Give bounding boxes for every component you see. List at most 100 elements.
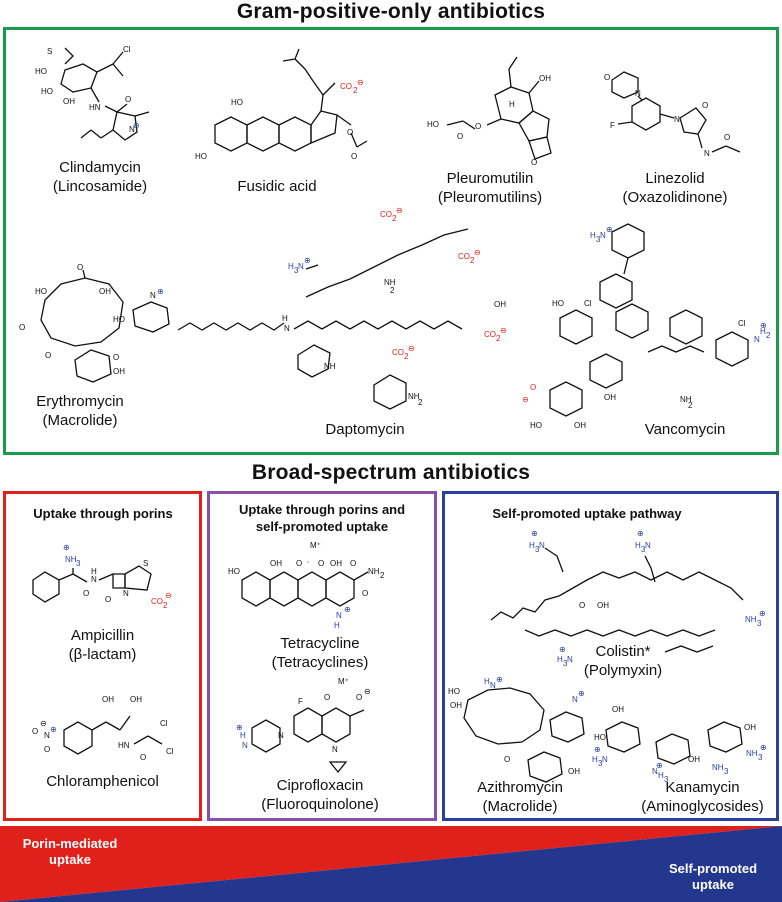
svg-text:O: O — [724, 133, 730, 142]
azithromycin-structure: N ⊕ H HO OH N ⊕ OH O — [448, 675, 585, 783]
svg-text:NH: NH — [712, 763, 724, 772]
svg-text:OH: OH — [597, 601, 609, 610]
svg-text:CO: CO — [392, 348, 404, 357]
svg-text:O: O — [77, 263, 83, 272]
erythromycin-name: Erythromycin — [36, 393, 124, 410]
fusidic-acid-name: Fusidic acid — [237, 178, 317, 195]
svg-text:HO: HO — [530, 421, 542, 430]
svg-text:H: H — [484, 677, 490, 686]
svg-text:⊕: ⊕ — [606, 225, 613, 234]
svg-text:O: O — [125, 95, 131, 104]
svg-text:3: 3 — [758, 753, 763, 762]
pleuromutilin-name: Pleuromutilin — [446, 170, 534, 187]
uptake-gradient — [0, 826, 782, 902]
svg-text:OH: OH — [612, 705, 624, 714]
svg-text:3: 3 — [76, 559, 81, 568]
svg-text:⊖: ⊖ — [474, 248, 481, 257]
svg-text:⊕: ⊕ — [760, 743, 767, 752]
svg-text:O: O — [44, 745, 50, 754]
svg-text:N: N — [242, 741, 248, 750]
svg-text:N: N — [123, 589, 129, 598]
svg-text:3: 3 — [598, 759, 603, 768]
svg-text:2: 2 — [380, 571, 385, 580]
svg-text:NH: NH — [368, 567, 380, 576]
svg-text:O: O — [475, 122, 481, 131]
svg-text:NH: NH — [65, 555, 77, 564]
svg-text:3: 3 — [664, 775, 669, 784]
svg-text:Cl: Cl — [584, 299, 592, 308]
colistin-name: Colistin* — [595, 643, 651, 660]
svg-text:3: 3 — [757, 619, 762, 628]
svg-text:N: N — [645, 541, 651, 550]
svg-text:N: N — [635, 89, 641, 98]
svg-text:⊖: ⊖ — [40, 719, 47, 728]
svg-text:NH: NH — [745, 615, 757, 624]
svg-text:2: 2 — [392, 214, 397, 223]
kanamycin-class: (Aminoglycosides) — [641, 798, 764, 815]
tetracycline-name: Tetracycline — [280, 635, 360, 652]
daptomycin-structure: H N NH CO 2 ⊖ H 3 N ⊕ CO 2 ⊖ CO 2 ⊖ CO 2… — [177, 206, 507, 410]
svg-text:2: 2 — [353, 86, 358, 95]
svg-text:Cl: Cl — [166, 747, 174, 756]
colistin-class: (Polymyxin) — [583, 662, 663, 679]
svg-text:2: 2 — [404, 352, 409, 361]
svg-text:N: N — [602, 755, 608, 764]
svg-text:⊕: ⊕ — [50, 725, 57, 734]
svg-text:OH: OH — [130, 695, 142, 704]
svg-text:Cl: Cl — [160, 719, 168, 728]
svg-text:⊕: ⊕ — [304, 256, 311, 265]
svg-text:H: H — [509, 100, 515, 109]
svg-text:O: O — [504, 755, 510, 764]
self-promoted-box — [442, 491, 779, 821]
svg-text:Cl: Cl — [738, 319, 746, 328]
svg-text:⊕: ⊕ — [656, 761, 663, 770]
svg-text:⊕: ⊕ — [578, 689, 585, 698]
svg-text:CO: CO — [484, 330, 496, 339]
svg-text:N: N — [652, 767, 658, 776]
clindamycin-name: Clindamycin — [59, 159, 141, 176]
svg-text:HO: HO — [41, 87, 53, 96]
svg-text:CO: CO — [151, 597, 163, 606]
svg-text:N: N — [490, 681, 496, 690]
svg-text:N: N — [332, 745, 338, 754]
svg-text:NH: NH — [746, 749, 758, 758]
svg-text:N: N — [567, 655, 573, 664]
svg-text:⊕: ⊕ — [637, 529, 644, 538]
svg-text:O: O — [140, 753, 146, 762]
svg-text:HO: HO — [35, 67, 47, 76]
svg-text:O: O — [19, 323, 25, 332]
svg-text:⊖: ⊖ — [165, 591, 172, 600]
svg-text:O: O — [324, 693, 330, 702]
svg-text:H: H — [282, 314, 288, 323]
svg-text:O: O — [32, 727, 38, 736]
svg-text:N: N — [754, 335, 760, 344]
clindamycin-structure: S HO HO OH Cl HN O N ⊕ — [35, 45, 150, 141]
ampicillin-name: Ampicillin — [70, 627, 135, 644]
mixed-uptake-box — [207, 491, 437, 821]
linezolid-class: (Oxazolidinone) — [622, 189, 728, 206]
broad-spectrum-title: Broad-spectrum antibiotics — [251, 461, 531, 484]
svg-text:⊖: ⊖ — [500, 326, 507, 335]
svg-text:OH: OH — [744, 723, 756, 732]
chloramphenicol-name: Chloramphenicol — [46, 773, 159, 790]
svg-text:HO: HO — [427, 120, 439, 129]
svg-text:OH: OH — [330, 559, 342, 568]
svg-text:O: O — [347, 128, 353, 137]
svg-text:O: O — [113, 353, 119, 362]
kanamycin-name: Kanamycin — [665, 779, 740, 796]
kanamycin-structure: OH HO H 3 N ⊕ N H 3 ⊕ OH NH 3 ⊕ OH NH 3 — [592, 705, 767, 784]
porin-uptake-label-line1: Porin-mediated — [22, 836, 118, 851]
pleuromutilin-class: (Pleuromutilins) — [437, 189, 543, 206]
svg-text:NH: NH — [408, 392, 420, 401]
svg-text:HN: HN — [89, 103, 101, 112]
svg-text:⊖: ⊖ — [357, 78, 364, 87]
svg-text:N: N — [278, 731, 284, 740]
svg-text:2: 2 — [390, 286, 395, 295]
svg-text:H: H — [760, 327, 766, 336]
svg-text:HO: HO — [113, 315, 125, 324]
svg-text:2: 2 — [418, 398, 423, 407]
svg-text:F: F — [298, 697, 303, 706]
svg-text:N: N — [44, 731, 50, 740]
svg-text:OH: OH — [688, 755, 700, 764]
svg-text:⊕: ⊕ — [133, 121, 140, 130]
